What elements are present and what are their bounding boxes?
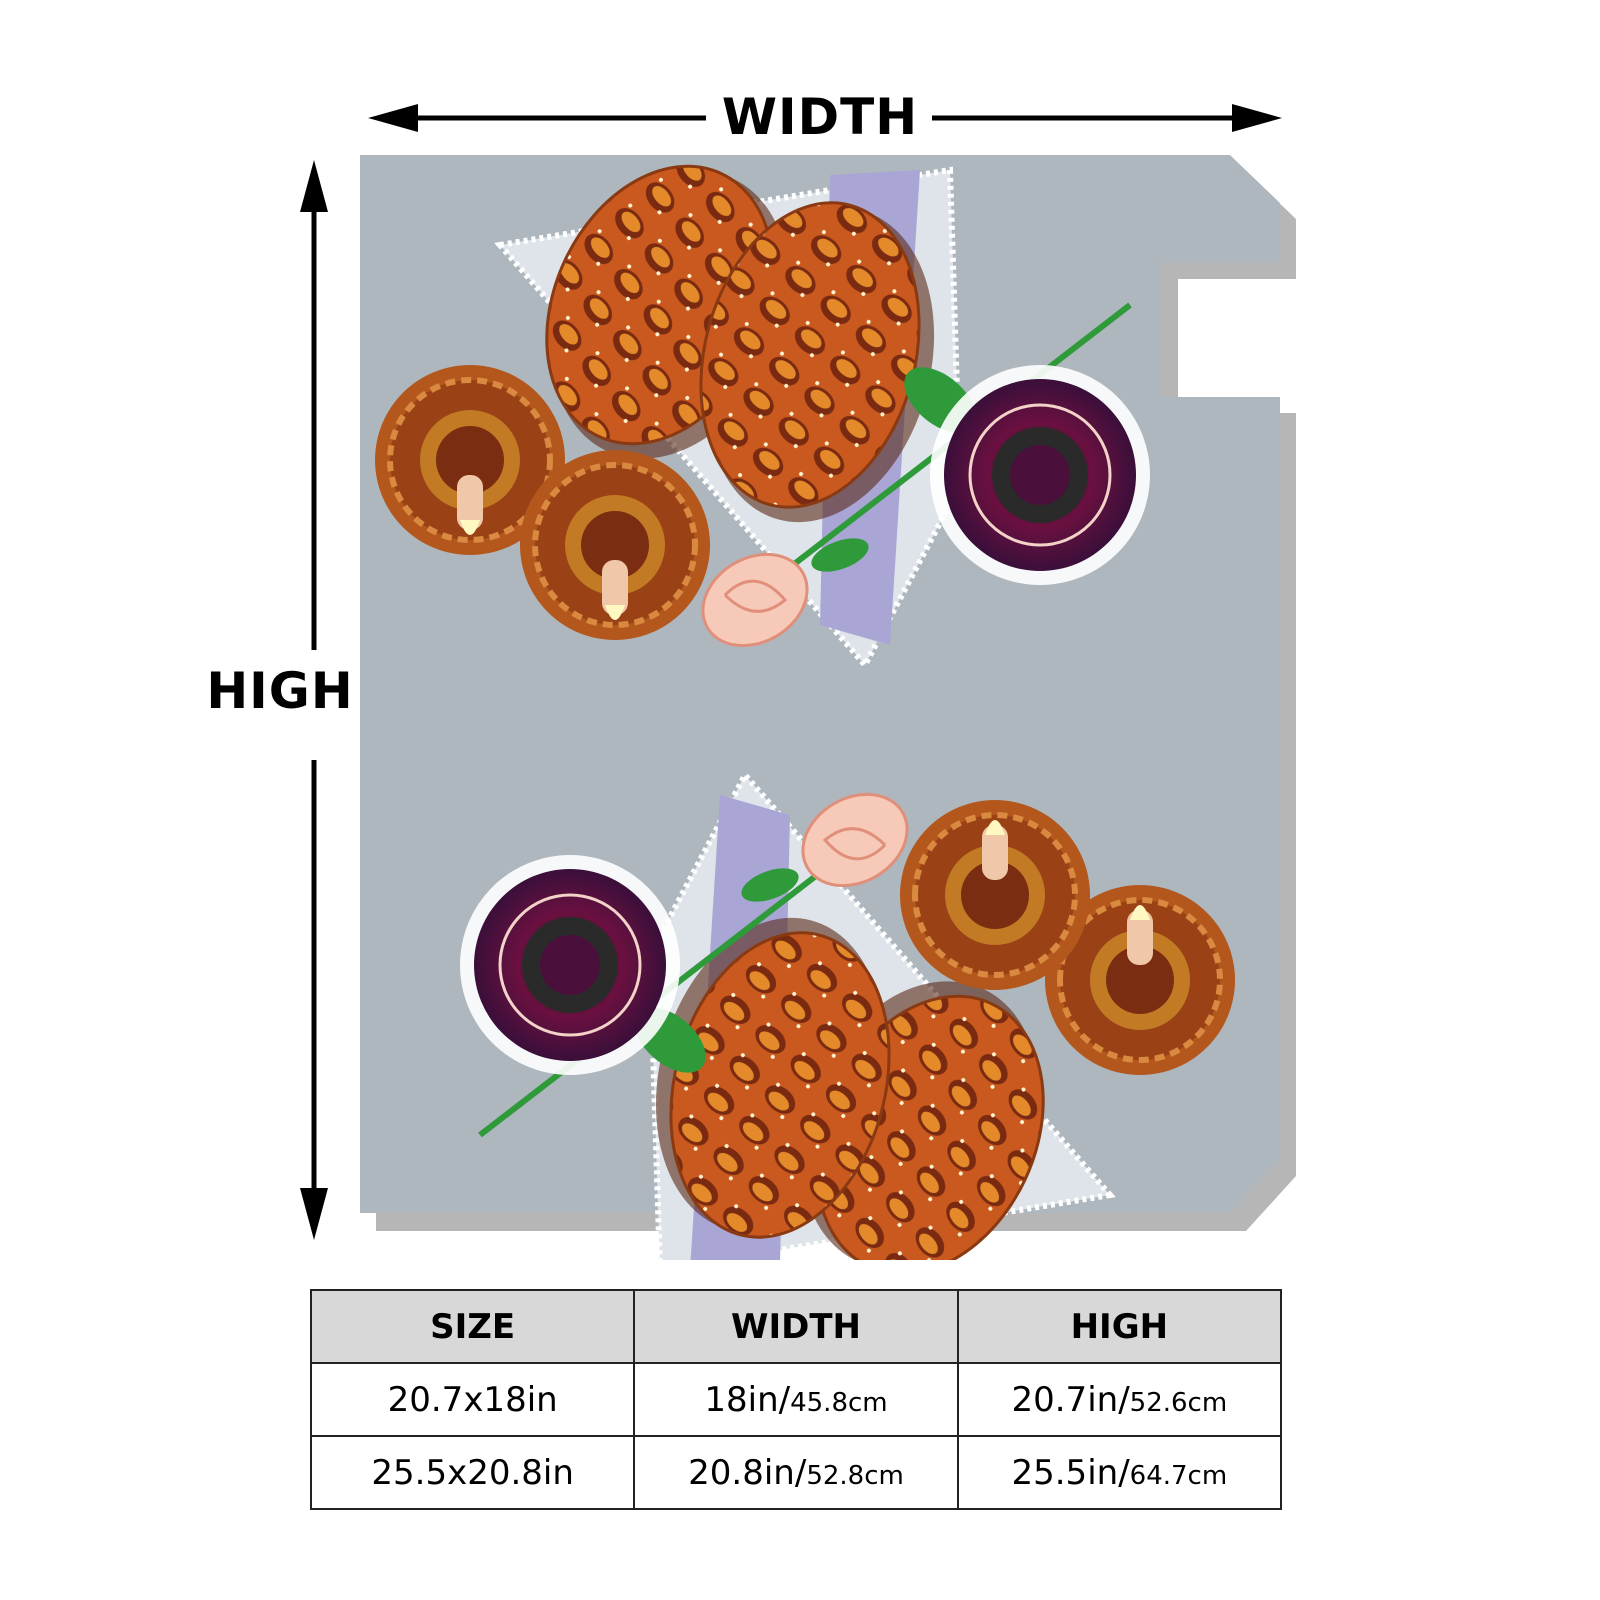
- size-table-header-row: SIZE WIDTH HIGH: [309, 1289, 1283, 1364]
- width-cell: 20.8in/52.8cm: [633, 1435, 959, 1510]
- width-cm: 52.8cm: [806, 1460, 904, 1491]
- width-in: 18in: [704, 1379, 779, 1420]
- bottom-scene: [460, 769, 1235, 1260]
- table-row: 25.5x20.8in 20.8in/52.8cm 25.5in/64.7cm: [309, 1435, 1283, 1510]
- cover-illustration: [360, 155, 1296, 1260]
- high-cm: 52.6cm: [1129, 1387, 1228, 1418]
- size-cell: 25.5x20.8in: [309, 1435, 636, 1510]
- width-arrow: [368, 104, 1282, 132]
- header-size: SIZE: [309, 1289, 636, 1364]
- candle-bottom-2: [900, 800, 1090, 990]
- size-table: SIZE WIDTH HIGH 20.7x18in 18in/45.8cm 20…: [309, 1289, 1283, 1510]
- header-high: HIGH: [956, 1289, 1283, 1364]
- high-in: 20.7in: [1011, 1379, 1119, 1420]
- high-in: 25.5in: [1011, 1452, 1119, 1493]
- top-scene: [375, 164, 1150, 671]
- high-label: HIGH: [206, 662, 354, 720]
- candle-top-1: [375, 365, 565, 555]
- candle-bottom-1: [1045, 885, 1235, 1075]
- width-cell: 18in/45.8cm: [633, 1362, 959, 1437]
- width-in: 20.8in: [688, 1452, 795, 1493]
- width-cm: 45.8cm: [790, 1387, 888, 1418]
- high-cell: 20.7in/52.6cm: [956, 1362, 1283, 1437]
- challah-bread-top: [545, 164, 935, 523]
- candle-top-2: [520, 450, 710, 640]
- wine-glass-bottom: [460, 855, 680, 1075]
- header-width: WIDTH: [633, 1289, 959, 1364]
- width-label: WIDTH: [721, 88, 919, 146]
- high-arrow: [300, 160, 328, 1240]
- high-cell: 25.5in/64.7cm: [956, 1435, 1283, 1510]
- size-cell: 20.7x18in: [309, 1362, 636, 1437]
- challah-bread-bottom: [655, 917, 1045, 1260]
- high-cm: 64.7cm: [1129, 1460, 1228, 1491]
- table-row: 20.7x18in 18in/45.8cm 20.7in/52.6cm: [309, 1362, 1283, 1437]
- wine-glass-top: [930, 365, 1150, 585]
